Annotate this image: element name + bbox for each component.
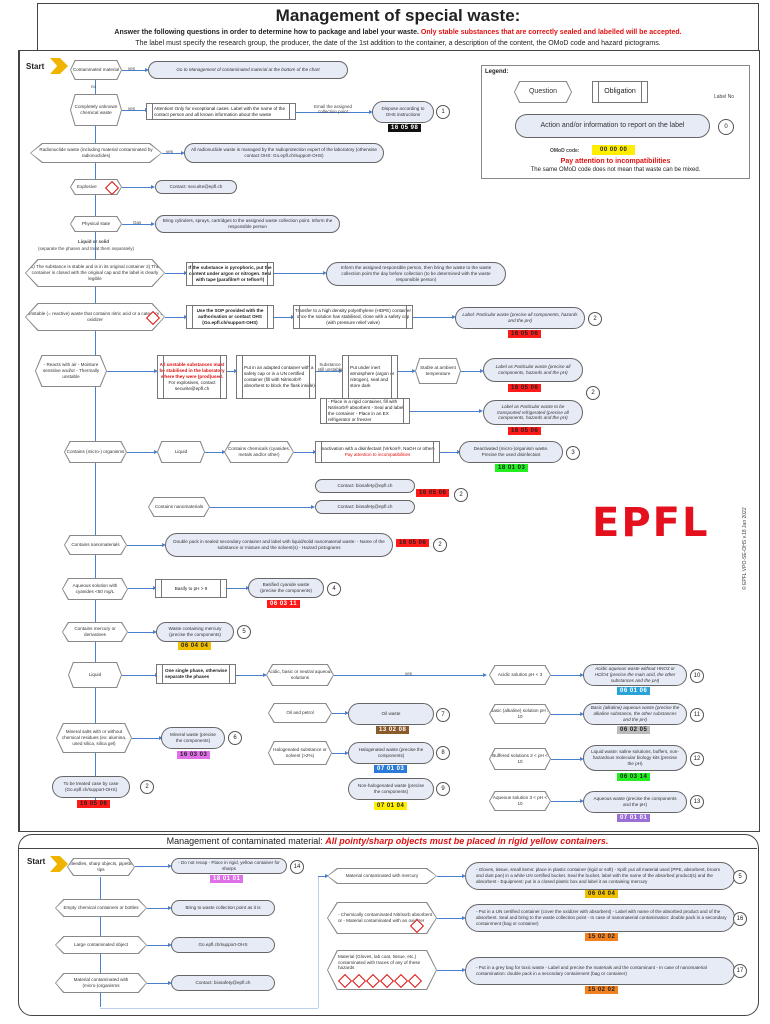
a-bring-collection[interactable]: Bring to waste collection point as it is — [171, 900, 275, 916]
q-contains-nanomaterials[interactable]: Contains nanomaterials — [65, 536, 126, 554]
q-stable-original[interactable]: 1) The substance is stable and is in its… — [26, 260, 164, 286]
q-unknown-waste[interactable]: Completely unknown chemical waste — [71, 95, 121, 125]
a-non-halogenated[interactable]: Non-halogenated waste (precise the compo… — [348, 778, 434, 800]
q-contains-chemicals[interactable]: Contains chemicals (cyanides, metals and… — [225, 442, 293, 462]
q-oil-petrol[interactable]: Oil and petrol — [269, 704, 331, 722]
o-transfer-hdpe: Transfer to a high density polyethylene … — [293, 305, 413, 329]
legend-omod-label: OMoD code: — [550, 148, 580, 154]
q-nitrisorb-oxidizer[interactable]: - Chemically contaminated Nitrisorb abso… — [328, 903, 436, 933]
page-title: Management of special waste: — [275, 6, 521, 25]
a-un-container[interactable]: - Put in a UN certified container (cover… — [465, 904, 735, 932]
o-use-sop: Use the SOP provided with the authorisat… — [186, 305, 274, 329]
contaminated-title: Management of contaminated material: All… — [18, 836, 757, 849]
a-dispose-ohs[interactable]: Dispose according to OHS instructions — [372, 101, 434, 123]
q-aqueous-solutions[interactable]: Acidic, basic or neutral aqueous solutio… — [267, 665, 333, 685]
a-sharps[interactable]: - Do not recap - Place in rigid, yellow … — [171, 858, 287, 874]
a-halogenated-waste[interactable]: Halogenated waste (precise the component… — [348, 742, 434, 764]
instruction-text: Answer the following questions in order … — [114, 29, 682, 36]
a-oil-waste[interactable]: Oil waste — [348, 703, 434, 725]
a-deactivated[interactable]: Deactivated (micro-)organism waste. Prec… — [459, 441, 563, 463]
legend-action: Action and/or information to report on t… — [515, 114, 710, 138]
legend-incompat: Pay attention to incompatibilities — [560, 158, 671, 165]
o-unknown-attention: Attention! Only for exceptional cases. L… — [146, 103, 296, 120]
q-radionuclide[interactable]: Radionuclide waste (including material c… — [31, 144, 161, 162]
legend-question: Question — [515, 82, 571, 102]
a-case-by-case[interactable]: To be treated case by case (Go.epfl.ch/s… — [52, 776, 130, 798]
a-contact-securite[interactable]: Contact: securite@epfl.ch — [155, 180, 237, 194]
liquid-solid-label: Liquid or solid — [78, 239, 109, 244]
a-double-pack[interactable]: Double pack in sealed secondary containe… — [165, 533, 393, 557]
q-buffered[interactable]: Buffered solutions 3 < pH < 10 — [490, 749, 550, 769]
a-mineral-waste[interactable]: Mineral waste (precise the components) — [161, 727, 225, 749]
o-pyrophoric: If the substance is pyrophoric, put the … — [186, 262, 274, 286]
o-single-phase: One single phase, otherwise separate the… — [156, 664, 236, 684]
label-requirements: The label must specify the research grou… — [135, 40, 661, 47]
legend-title: Legend: — [485, 69, 509, 75]
q-mercury-material[interactable]: Material contaminated with mercury — [328, 869, 436, 883]
a-label-particular[interactable]: Label: Particular waste (precise all com… — [455, 307, 585, 329]
q-contaminated-material[interactable]: Contaminated material — [71, 61, 121, 79]
a-go-contaminated[interactable]: Go to Management of contaminated materia… — [148, 61, 348, 79]
a-label-particular-2[interactable]: Label as Particular waste (precise all c… — [483, 358, 583, 382]
q-acidic[interactable]: Acidic solution pH < 3 — [490, 666, 550, 684]
legend-omod-code: 00 00 00 — [592, 145, 636, 155]
a-basified-cyanide[interactable]: Basified cyanide waste (precise the comp… — [248, 578, 324, 598]
credit-text: © EPFL VPO-SE-OHS v.18 Jan 2022 — [742, 507, 748, 590]
a-radionuclide[interactable]: All radionuclide waste is managed by the… — [184, 143, 384, 163]
start-label: Start — [26, 62, 45, 71]
q-stable-ambient[interactable]: Stable at ambient temperature — [416, 359, 460, 383]
a-inform-responsible[interactable]: Inform the assigned responsible person, … — [326, 262, 506, 286]
a-contact-biosafety-2[interactable]: Contact: biosafety@epfl.ch — [315, 500, 415, 514]
omod-code: 16 05 98 — [388, 124, 422, 132]
q-reacts-air[interactable]: - Reacts with air - Moisture sensitive a… — [36, 356, 106, 386]
a-contact-biosafety-3[interactable]: Contact: biosafety@epfl.ch — [171, 975, 275, 991]
a-gas-cylinders[interactable]: Bring cylinders, sprays, cartridges to t… — [155, 215, 340, 233]
a-basic-waste[interactable]: Basic (alkaline) aqueous waste (precise … — [583, 703, 687, 725]
q-micro-organisms[interactable]: Contains (micro-) organisms — [65, 442, 126, 462]
q-liquid[interactable]: Liquid — [69, 663, 121, 687]
a-mercury-handling[interactable]: - Gloves, tissue, small items: place in … — [465, 862, 735, 890]
q-cyanides[interactable]: Aqueous solution with cyanides <50 mg/L — [63, 579, 127, 599]
q-micro-organisms-material[interactable]: Material contaminated with (micro-)organ… — [56, 974, 146, 992]
legend: Legend: Question Obligation Label No Act… — [481, 65, 750, 179]
a-support-ohs[interactable]: Go.epfl.ch/support-OHS — [171, 937, 275, 953]
q-contains-nano-bio[interactable]: Contains nanomaterials — [149, 498, 209, 516]
q-aqueous-solution[interactable]: Aqueous solution 3 < pH < 10 — [490, 792, 550, 810]
q-empty-containers[interactable]: Empty chemical containers or bottles — [56, 900, 146, 916]
q-large-object[interactable]: Large contaminated object — [56, 937, 146, 953]
q-physical-state[interactable]: Physical state — [71, 217, 121, 231]
o-inert-atmosphere: Put under inert atmosphere (argon or nit… — [342, 355, 398, 399]
q-liquid-organisms[interactable]: Liquid — [158, 442, 204, 462]
a-liquid-saline[interactable]: Liquid waste: saline solutions, buffers,… — [583, 745, 687, 771]
header-panel: Management of special waste: Answer the … — [37, 3, 759, 51]
start-arrow-icon-2 — [50, 856, 68, 872]
a-aqueous-waste[interactable]: Aqueous waste (precise the components an… — [583, 791, 687, 813]
legend-obligation: Obligation — [592, 81, 648, 103]
q-nitric-oxidizer[interactable]: Unstable (= reactive) waste that contain… — [26, 304, 164, 330]
o-stabilise-lab: All unstable substances must be stabilis… — [157, 355, 227, 399]
start-label-2: Start — [27, 857, 46, 866]
start-arrow-icon — [50, 58, 68, 74]
o-inactivation: Inactivation with a disinfectant (Virkon… — [315, 441, 440, 463]
a-grey-bag[interactable]: - Put in a grey bag for toxic waste - La… — [465, 957, 735, 985]
q-needles[interactable]: Needles, sharp objects, pipette tips — [68, 859, 134, 875]
a-mercury-waste[interactable]: Waste containing mercury (precise the co… — [156, 622, 234, 642]
q-halogenated[interactable]: Halogenated substance or solvent (>2%) — [269, 742, 331, 764]
q-mineral-salts[interactable]: Mineral salts with or without chemical r… — [57, 724, 131, 752]
legend-number: 0 — [718, 119, 734, 135]
o-rigid-container-fridge: - Place in a rigid container, fill with … — [320, 398, 410, 424]
o-basify: Basify to pH > 9 — [155, 579, 227, 598]
a-contact-biosafety[interactable]: Contact: biosafety@epfl.ch — [315, 479, 415, 493]
a-acidic-waste[interactable]: Acidic aqueous waste without HNO3 or HCl… — [583, 664, 687, 686]
a-label-refrigerated[interactable]: Label as Particular waste to be transpor… — [483, 400, 583, 425]
epfl-logo: EPFL — [592, 500, 710, 546]
legend-note: The same OMoD code does not mean that wa… — [530, 167, 701, 173]
o-adapted-container: Put in an adapted container with a safet… — [236, 355, 316, 399]
q-mercury[interactable]: Contains mercury or derivatives — [63, 623, 127, 641]
q-basic[interactable]: Basic (alkaline) solution pH > 10 — [490, 705, 550, 723]
legend-label-no: Label No — [714, 94, 735, 100]
